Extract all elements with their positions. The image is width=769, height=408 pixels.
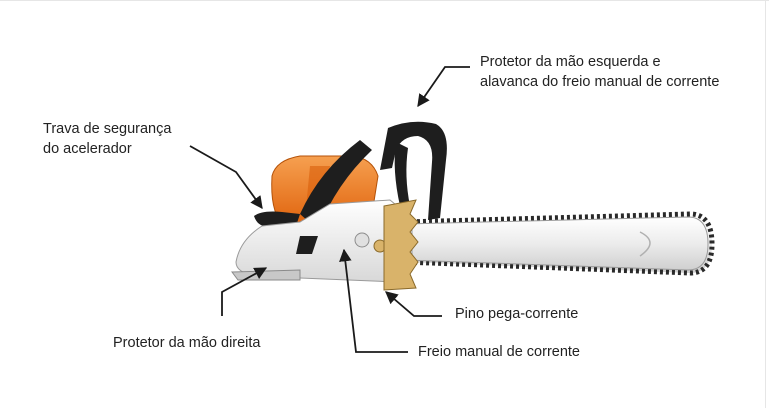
leader-chain-catcher <box>385 291 442 317</box>
leader-throttle-lock <box>189 145 263 210</box>
rear-handle <box>254 140 372 230</box>
label-chain-brake: Freio manual de corrente <box>418 344 580 360</box>
guide-bar <box>402 211 715 276</box>
label-right-hand-guard: Protetor da mão direita <box>113 335 261 351</box>
crankcase-body <box>231 199 413 283</box>
leader-left-hand-guard <box>417 66 470 108</box>
label-chain-catcher: Pino pega-corrente <box>455 306 579 322</box>
leader-right-hand-guard <box>221 267 268 316</box>
frame-right-border <box>765 0 766 408</box>
front-hand-guard <box>380 121 447 220</box>
label-left-hand-guard: Protetor da mão esquerda e alavanca do f… <box>480 54 720 90</box>
leader-chain-brake <box>339 248 408 353</box>
frame-top-border <box>0 0 769 1</box>
leader-lines <box>189 66 470 353</box>
label-throttle-lock: Trava de segurança do acelerador <box>43 121 172 157</box>
spike-bumper <box>383 199 419 291</box>
